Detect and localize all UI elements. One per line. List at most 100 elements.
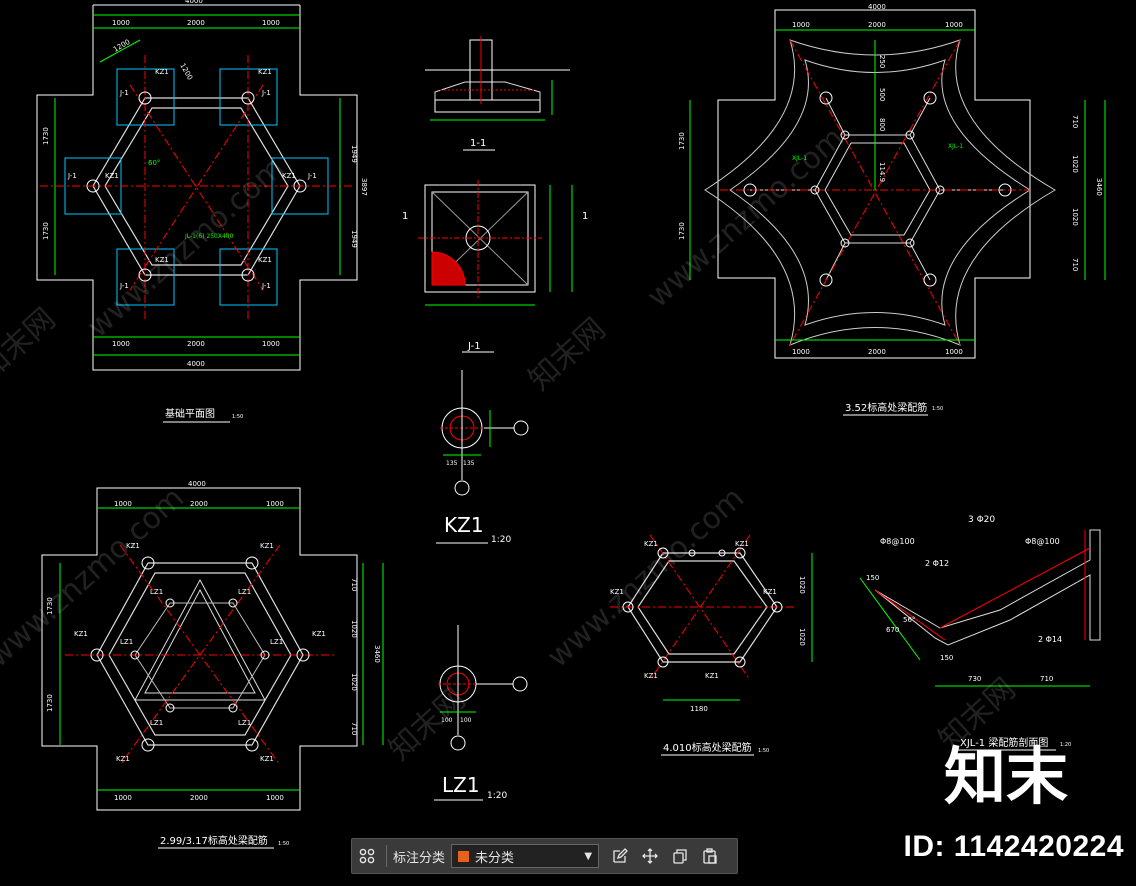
- p1-dim: 2000: [187, 19, 205, 27]
- p4-kz-label: KZ1: [644, 672, 658, 680]
- p3-lz-label: LZ1: [120, 638, 133, 646]
- p1-beam-label: JL-1(6) 250X400: [184, 233, 234, 240]
- p1-kz-label: KZ1: [258, 68, 272, 76]
- lz1-scale: 1:20: [487, 791, 507, 801]
- p3-lz-label: LZ1: [238, 588, 251, 596]
- p1-kz-label: KZ1: [258, 256, 272, 264]
- xjl-label: Φ8@100: [1025, 537, 1060, 546]
- p2-beam-label: XJL-1: [948, 143, 963, 150]
- p1-dim: 1000: [112, 19, 130, 27]
- xjl-dim: 710: [1040, 675, 1053, 683]
- xjl-dim: 730: [968, 675, 981, 683]
- p3-kz-label: KZ1: [260, 755, 274, 763]
- p2-dim: 1020: [1071, 208, 1079, 226]
- move-icon[interactable]: [635, 841, 665, 871]
- p3-lz-label: LZ1: [238, 719, 251, 727]
- j1-side-marker: 1: [402, 211, 408, 222]
- p3-dim: 1020: [350, 673, 358, 691]
- lz1-dim: 100: [441, 717, 453, 724]
- kz1-scale: 1:20: [491, 535, 511, 545]
- chevron-down-icon: ▼: [584, 850, 593, 862]
- p3-lz-label: LZ1: [150, 588, 163, 596]
- p4-dim: 1180: [690, 705, 708, 713]
- p3-dim: 2000: [190, 794, 208, 802]
- p1-dim: 1000: [262, 340, 280, 348]
- xjl-dim: 150: [866, 574, 879, 582]
- beam-plan-4010-text: 1020 1020 1180 KZ1 KZ1 KZ1 KZ1 KZ1 KZ1 4…: [610, 540, 806, 756]
- xjl-label: 3 Φ20: [968, 515, 995, 525]
- p3-kz-label: KZ1: [312, 630, 326, 638]
- p1-dim: 2000: [187, 340, 205, 348]
- beam-plan-352: [689, 9, 1106, 359]
- p2-dim: 1000: [945, 21, 963, 29]
- p1-kz-label: KZ1: [105, 172, 119, 180]
- p2-top-total: 4000: [868, 3, 886, 11]
- p1-dim: 3897: [360, 178, 368, 196]
- column-kz1: 135 135 KZ1 1:20: [436, 370, 529, 545]
- p3-dim: 1000: [114, 500, 132, 508]
- p1-angle: 60°: [148, 159, 160, 167]
- p3-dim: 1000: [266, 500, 284, 508]
- xjl-label: 2 Φ14: [1038, 635, 1062, 644]
- p3-dim: 1730: [46, 597, 54, 615]
- column-lz1: 100 100 LZ1 1:20: [434, 625, 528, 801]
- j1-side-marker: 1: [582, 211, 588, 222]
- edit-icon[interactable]: [605, 841, 635, 871]
- p1-dim: 1949: [350, 230, 358, 248]
- kz1-dim: 135: [463, 460, 475, 467]
- p4-scale: 1:50: [758, 748, 769, 754]
- p4-title: 4.010标高处梁配筋: [663, 741, 752, 754]
- p3-dim: 710: [350, 722, 358, 735]
- p2-dim: 710: [1071, 115, 1079, 128]
- p1-bottom-total: 4000: [187, 360, 205, 368]
- p3-lz-label: LZ1: [270, 638, 283, 646]
- lz1-dim: 100: [460, 717, 472, 724]
- xjl-scale: 1:20: [1060, 742, 1071, 748]
- p3-dim: 2000: [190, 500, 208, 508]
- p4-kz-label: KZ1: [644, 540, 658, 548]
- p1-j-label: J-1: [261, 282, 271, 290]
- p1-dim: 1949: [350, 145, 358, 163]
- category-label: 标注分类: [393, 850, 446, 866]
- p2-beam-label: XJL-1: [792, 155, 807, 162]
- p1-j-label: J-1: [261, 89, 271, 97]
- copy-icon[interactable]: [665, 841, 695, 871]
- p3-title: 2.99/3.17标高处梁配筋: [160, 834, 268, 847]
- p2-dim: 1020: [1071, 155, 1079, 173]
- beam-plan-299: [41, 487, 384, 811]
- p1-title: 基础平面图: [165, 407, 215, 420]
- p2-dim: 1000: [945, 348, 963, 356]
- p1-j-label: J-1: [67, 172, 77, 180]
- grid-icon[interactable]: [352, 841, 382, 871]
- p3-dim: 1730: [46, 694, 54, 712]
- p3-scale: 1:50: [278, 841, 289, 847]
- p1-kz-label: KZ1: [155, 256, 169, 264]
- p2-dim: 2000: [868, 348, 886, 356]
- p4-dim: 1020: [798, 576, 806, 594]
- p3-kz-label: KZ1: [126, 542, 140, 550]
- p4-kz-label: KZ1: [610, 588, 624, 596]
- p1-j-label: J-1: [307, 172, 317, 180]
- kz1-label: KZ1: [444, 513, 484, 537]
- p2-dim: 2000: [868, 21, 886, 29]
- paste-icon[interactable]: [695, 841, 725, 871]
- kz1-dim: 135: [446, 460, 458, 467]
- j1-label: J-1: [467, 341, 481, 352]
- p2-dim: 250: [878, 55, 886, 68]
- category-value: 未分类: [475, 850, 515, 866]
- xjl-label: Φ8@100: [880, 537, 915, 546]
- p1-dim: 1000: [262, 19, 280, 27]
- footing-j1: 1 1 J-1: [402, 180, 588, 353]
- p2-right-total: 3460: [1095, 178, 1103, 196]
- p4-kz-label: KZ1: [735, 540, 749, 548]
- p3-kz-label: KZ1: [116, 755, 130, 763]
- p3-dim: 1000: [114, 794, 132, 802]
- p3-kz-label: KZ1: [74, 630, 88, 638]
- image-id: ID: 1142420224: [903, 830, 1124, 863]
- category-select[interactable]: 未分类 ▼: [451, 844, 600, 868]
- section-1-1: 1-1: [425, 36, 570, 151]
- p1-dim: 1730: [42, 127, 50, 145]
- p1-kz-label: KZ1: [282, 172, 296, 180]
- annotation-toolbar: 标注分类 未分类 ▼: [351, 838, 738, 874]
